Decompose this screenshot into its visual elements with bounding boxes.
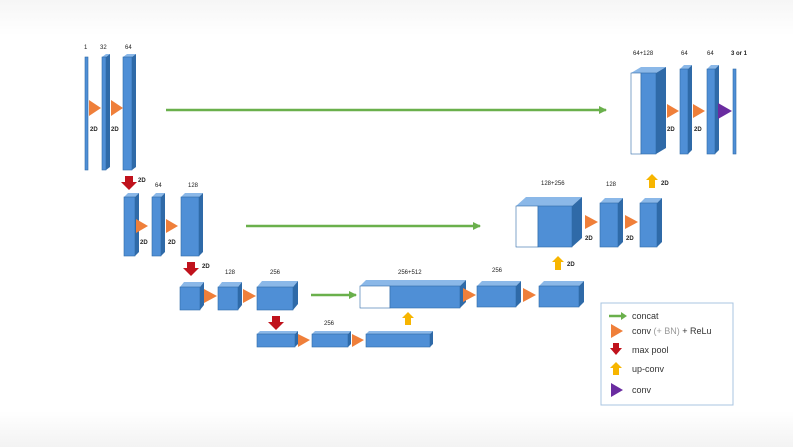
dec1-block-64b — [706, 65, 719, 155]
output-block — [732, 68, 737, 155]
label-2d: 2D — [567, 262, 575, 268]
label-2d: 2D — [626, 236, 634, 242]
label-2d: 2D — [111, 127, 119, 133]
conv-arrow — [693, 104, 705, 118]
upconv-arrow — [552, 256, 564, 270]
conv-arrow — [204, 289, 217, 303]
label-2d: 2D — [585, 236, 593, 242]
bottleneck-block-c — [365, 331, 433, 348]
label-64: 64 — [707, 51, 714, 57]
conv-arrow — [166, 219, 178, 233]
upconv-arrow — [402, 312, 414, 325]
label-128: 128 — [606, 182, 617, 188]
label-128: 128 — [225, 270, 236, 276]
label-1: 1 — [84, 45, 88, 51]
conv-arrow — [136, 219, 148, 233]
maxpool-arrow — [121, 176, 137, 190]
legend-upconv-icon — [610, 362, 622, 375]
legend-upconv-label: up-conv — [632, 364, 665, 374]
enc1-block-64 — [122, 54, 136, 171]
conv-arrow — [243, 289, 256, 303]
label-2d: 2D — [168, 240, 176, 246]
enc2-block-128a — [151, 193, 165, 257]
dec2-block-128b — [639, 198, 662, 248]
legend-final-conv-label: conv — [632, 385, 652, 395]
label-128-256: 128+256 — [541, 181, 565, 187]
label-2d: 2D — [202, 264, 210, 270]
label-2d: 2D — [140, 240, 148, 246]
dec1-block-64a — [679, 65, 692, 155]
label-2d: 2D — [90, 127, 98, 133]
label-32: 32 — [100, 45, 107, 51]
dec2-block-128a — [599, 198, 623, 248]
label-256: 256 — [324, 321, 335, 327]
dec3-block-256a — [476, 281, 521, 308]
label-64: 64 — [155, 183, 162, 189]
enc1-block-32 — [101, 54, 110, 171]
label-128: 128 — [188, 183, 199, 189]
legend-concat-label: concat — [632, 311, 659, 321]
enc2-block-128b — [180, 193, 203, 257]
label-256: 256 — [270, 270, 281, 276]
conv-arrow — [298, 334, 310, 347]
legend-final-conv-icon — [611, 383, 623, 397]
legend-maxpool-label: max pool — [632, 345, 669, 355]
conv-arrow — [523, 288, 536, 302]
dec3-concat-block — [359, 280, 466, 309]
maxpool-arrow — [268, 316, 284, 330]
upconv-arrow — [646, 174, 658, 188]
conv-arrow — [625, 215, 638, 229]
legend-conv-label: conv (+ BN) + ReLu — [632, 326, 712, 336]
conv-arrow — [352, 334, 364, 347]
conv-arrow — [463, 288, 476, 302]
enc3-block-128 — [179, 282, 204, 311]
dec3-block-256b — [538, 281, 584, 308]
label-256: 256 — [492, 268, 503, 274]
enc3-block-256b — [256, 281, 298, 311]
label-64: 64 — [681, 51, 688, 57]
enc1-block-1 — [84, 56, 89, 171]
legend: concat conv (+ BN) + ReLu max pool up-co… — [600, 302, 734, 406]
bottleneck-block-a — [256, 331, 298, 348]
label-3-or-1: 3 or 1 — [731, 51, 748, 57]
dec1-concat-block — [630, 67, 666, 155]
dec2-concat-block — [515, 197, 582, 248]
label-64: 64 — [125, 45, 132, 51]
label-64-128: 64+128 — [633, 51, 654, 57]
label-2d: 2D — [694, 127, 702, 133]
legend-maxpool-icon — [610, 343, 622, 355]
conv-arrow — [667, 104, 679, 118]
conv-arrow — [111, 100, 123, 116]
enc3-block-256a — [217, 282, 242, 311]
maxpool-arrow — [183, 262, 199, 276]
final-conv-arrow — [718, 103, 732, 119]
label-256-512: 256+512 — [398, 270, 422, 276]
label-2d: 2D — [667, 127, 675, 133]
label-2d: 2D — [138, 178, 146, 184]
bottleneck-block-b — [311, 331, 351, 348]
conv-arrow — [585, 215, 598, 229]
label-2d: 2D — [661, 181, 669, 187]
conv-arrow — [89, 100, 101, 116]
legend-conv-icon — [611, 324, 623, 338]
